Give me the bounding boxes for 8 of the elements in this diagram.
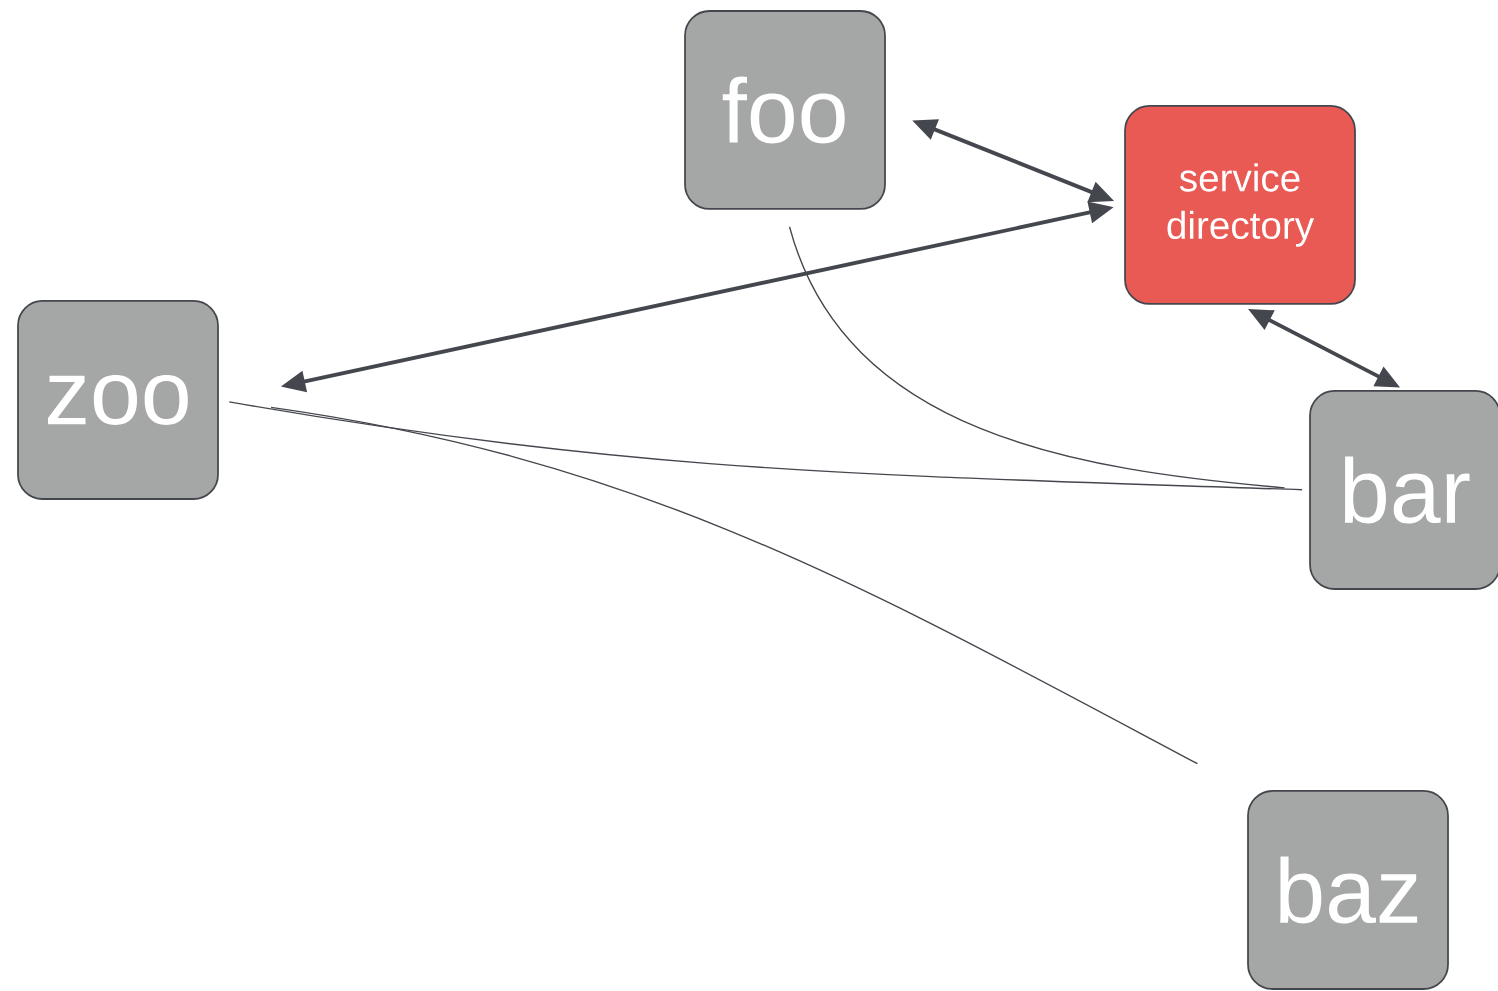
- service-box: bar: [1309, 390, 1498, 590]
- service-box: service directory: [1124, 105, 1356, 305]
- service-box: foo: [684, 10, 886, 210]
- connector-line: [270, 406, 1199, 765]
- service-box: zoo: [17, 300, 219, 500]
- connector-line: [788, 226, 1286, 489]
- service-box: baz: [1247, 790, 1449, 990]
- connector-line: [228, 401, 1303, 491]
